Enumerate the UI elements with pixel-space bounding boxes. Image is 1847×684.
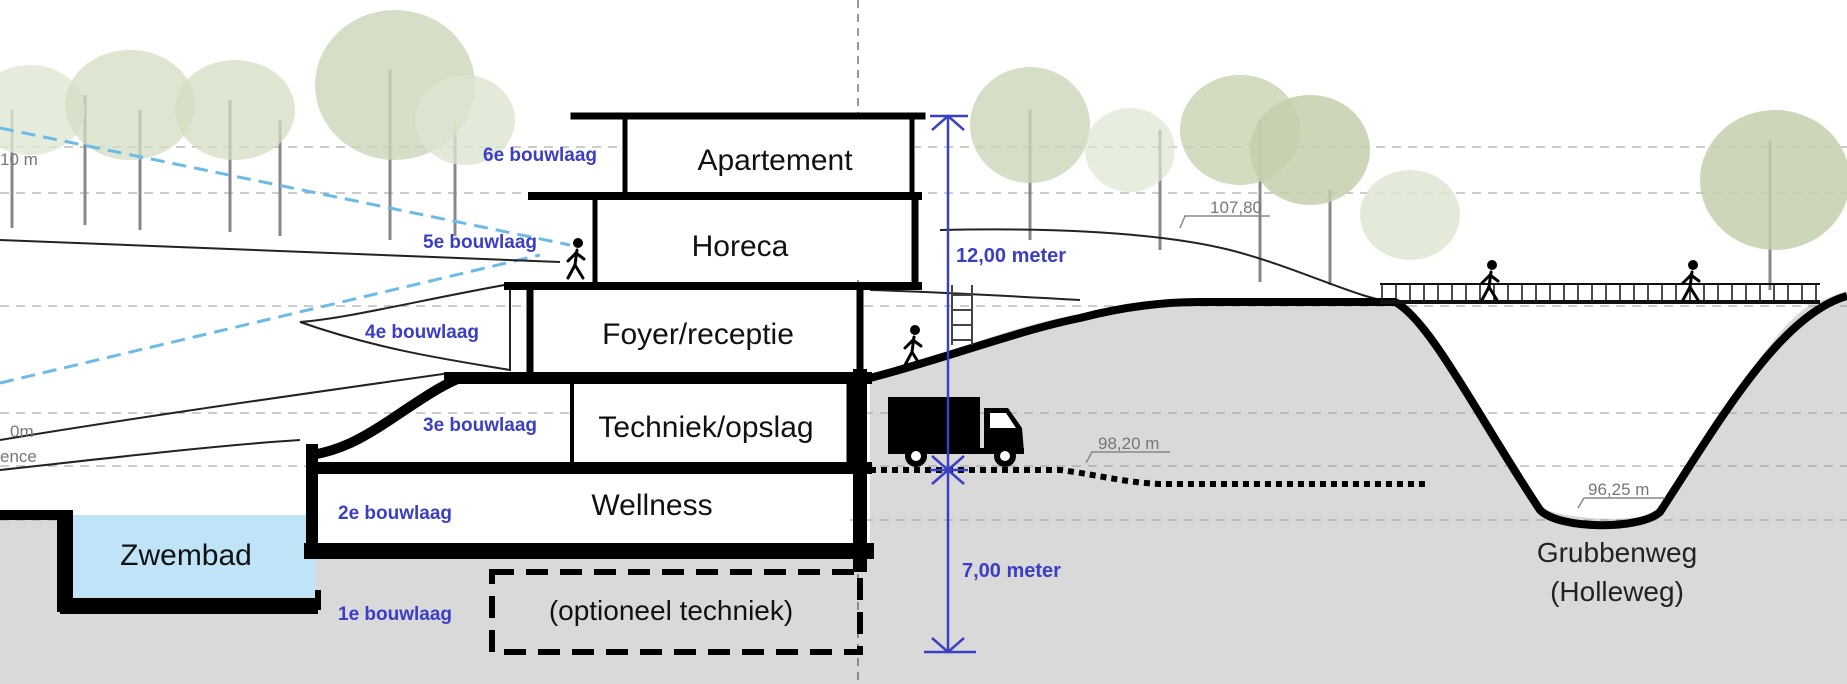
floor-label-2: 2e bouwlaag	[338, 503, 452, 524]
room-foyer: Foyer/receptie	[602, 318, 794, 351]
pool-water	[72, 515, 316, 597]
ground-right	[870, 470, 1847, 684]
level-left-mid: 0m	[10, 422, 34, 441]
floor-label-5: 5e bouwlaag	[423, 232, 537, 253]
room-zwembad: Zwembad	[120, 539, 252, 572]
trees-right	[970, 67, 1847, 290]
floor-label-1: 1e bouwlaag	[338, 604, 452, 625]
floor-label-3: 3e bouwlaag	[423, 415, 537, 436]
room-horeca: Horeca	[692, 230, 789, 263]
terrain-lines-left	[0, 239, 561, 471]
pedestrian-icon	[566, 238, 1701, 367]
trees-left	[0, 10, 515, 240]
level-road: 98,20 m	[1098, 434, 1159, 453]
room-wellness: Wellness	[591, 489, 712, 522]
railing-bridge	[1380, 283, 1820, 304]
ladder	[951, 285, 973, 345]
level-tree: 107,80	[1210, 198, 1262, 217]
holloway-white	[1395, 300, 1810, 519]
railing-posts	[1381, 284, 1817, 302]
sight-lines	[0, 126, 571, 385]
room-optioneel: (optioneel techniek)	[549, 595, 793, 626]
level-markers	[1085, 215, 1665, 509]
road-name-sub: (Holleweg)	[1550, 576, 1684, 607]
room-apartement: Apartement	[697, 144, 853, 177]
level-left-top: 10 m	[0, 150, 38, 169]
road-name: Grubbenweg	[1537, 537, 1697, 568]
truck-icon	[888, 397, 1024, 467]
dimension-lower: 7,00 meter	[962, 560, 1061, 582]
dimension-upper: 12,00 meter	[956, 245, 1066, 267]
floor-label-4: 4e bouwlaag	[365, 322, 479, 343]
floor-label-6: 6e bouwlaag	[483, 145, 597, 166]
dimension-lines	[924, 114, 976, 654]
room-techniek: Techniek/opslag	[598, 411, 813, 444]
terrain-line-right	[939, 228, 1396, 303]
level-left-cut: ence	[0, 447, 37, 466]
ground-profile	[869, 292, 1847, 530]
building	[0, 112, 926, 655]
optional-tech-box	[489, 569, 863, 655]
terrain-line-mid	[869, 289, 1081, 301]
level-holloway: 96,25 m	[1588, 480, 1649, 499]
